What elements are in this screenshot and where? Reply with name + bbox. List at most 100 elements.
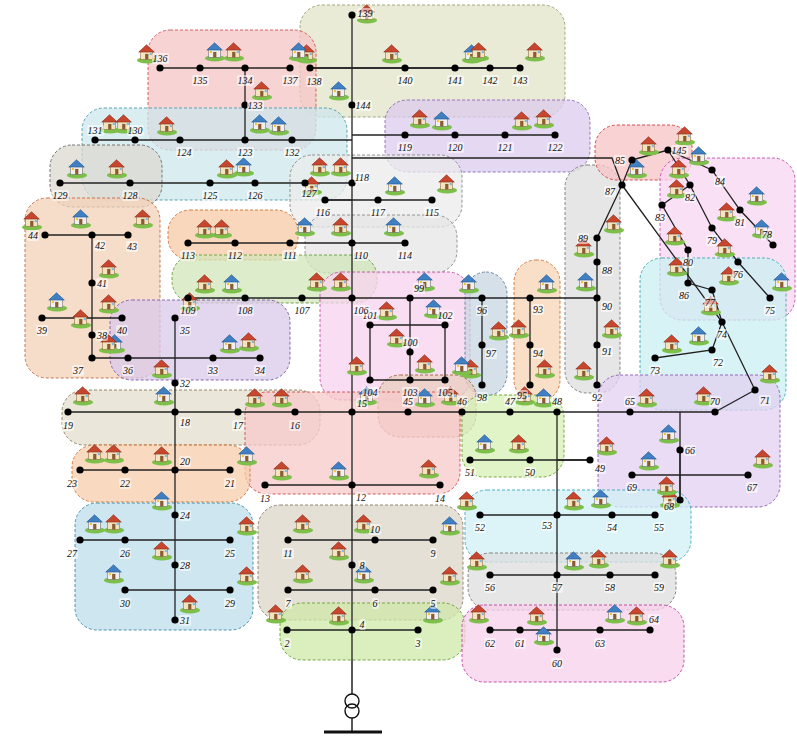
bus-number: 34 — [254, 365, 266, 376]
bus-dot — [209, 354, 216, 361]
house-icon — [329, 542, 349, 561]
house-icon — [71, 310, 91, 329]
bus-number: 118 — [354, 172, 370, 183]
house-icon — [347, 357, 367, 376]
house-icon — [73, 387, 93, 406]
bus-dot — [606, 571, 613, 578]
bus-number: 53 — [541, 520, 553, 531]
bus-number: 37 — [72, 365, 84, 376]
house-icon — [527, 607, 547, 626]
microgrid-region — [565, 165, 620, 393]
bus-number: 108 — [237, 305, 254, 316]
house-icon — [604, 215, 624, 234]
bus-number: 64 — [648, 614, 660, 625]
bus-number: 102 — [437, 310, 454, 321]
bus-dot — [708, 224, 715, 231]
feeder-line — [715, 390, 755, 412]
house-icon — [295, 218, 315, 237]
house-icon — [410, 110, 430, 129]
bus-number: 91 — [601, 346, 613, 357]
house-icon — [760, 365, 780, 384]
house-icon — [459, 275, 479, 294]
bus-dot — [684, 246, 691, 253]
bus-number: 135 — [192, 75, 209, 86]
house-icon — [310, 158, 330, 177]
bus-number: 94 — [532, 348, 544, 359]
bus-number: 116 — [315, 207, 331, 218]
house-icon — [272, 389, 292, 408]
bus-dot — [88, 279, 95, 286]
feeder-line — [556, 412, 557, 650]
bus-number: 141 — [447, 75, 464, 86]
feeder-line — [632, 474, 748, 475]
bus-number: 27 — [66, 548, 78, 559]
bus-number: 43 — [126, 241, 138, 252]
bus-number: 71 — [759, 395, 771, 406]
bus-number: 47 — [504, 396, 516, 407]
bus-dot — [286, 64, 293, 71]
bus-number: 18 — [179, 417, 191, 428]
bus-number: 31 — [179, 615, 191, 626]
bus-dot — [646, 626, 653, 633]
bus-number: 109 — [180, 305, 197, 316]
bus-number: 132 — [284, 147, 301, 158]
bus-dot — [348, 626, 355, 633]
bus-number: 127 — [301, 188, 318, 199]
bus-number: 57 — [551, 582, 563, 593]
bus-dot — [593, 234, 600, 241]
bus-dot — [241, 294, 248, 301]
house-icon — [85, 445, 105, 464]
house-icon — [289, 43, 309, 62]
house-icon — [701, 297, 721, 316]
bus-dot — [608, 511, 615, 518]
bus-number: 38 — [96, 330, 108, 341]
bus-number: 90 — [601, 301, 613, 312]
feeder-line — [352, 67, 520, 68]
bus-dot — [476, 511, 483, 518]
bus-number: 60 — [551, 658, 563, 669]
bus-number: 86 — [678, 290, 690, 301]
house-icon — [639, 452, 659, 471]
microgrid-region — [258, 505, 463, 620]
house-icon — [329, 462, 349, 481]
bus-number: 110 — [353, 250, 369, 261]
house-icon — [245, 389, 265, 408]
house-icon — [99, 295, 119, 314]
bus-number: 40 — [116, 325, 128, 336]
bus-dot — [241, 136, 248, 143]
bus-number: 32 — [179, 378, 191, 389]
transformer-symbol — [324, 660, 382, 732]
bus-dot — [478, 341, 485, 348]
feeder-line — [597, 185, 622, 385]
bus-number: 138 — [306, 76, 323, 87]
feeder-line — [188, 297, 597, 298]
bus-number: 19 — [62, 420, 74, 431]
house-icon — [195, 275, 215, 294]
house-icon — [269, 117, 289, 136]
house-icon — [589, 550, 609, 569]
house-icon — [639, 137, 659, 156]
feeder-line — [662, 205, 722, 322]
bus-dot — [121, 466, 128, 473]
bus-number: 95 — [516, 390, 528, 401]
house-icon — [224, 43, 244, 62]
house-icon — [665, 227, 685, 246]
microgrid-region — [110, 300, 290, 380]
house-icon — [597, 437, 617, 456]
bus-dot — [686, 181, 693, 188]
bus-dot — [291, 408, 298, 415]
bus-number: 96 — [476, 305, 488, 316]
bus-number: 70 — [709, 396, 721, 407]
house-icon — [152, 360, 172, 379]
bus-number: 119 — [397, 142, 413, 153]
bus-number: 41 — [96, 278, 108, 289]
bus-number: 129 — [52, 190, 69, 201]
bus-number: 55 — [653, 522, 665, 533]
bus-dot — [348, 561, 355, 568]
bus-number: 54 — [606, 522, 618, 533]
house-icon — [469, 605, 489, 624]
bus-dot — [553, 408, 560, 415]
bus-number: 36 — [122, 365, 134, 376]
bus-dot — [769, 241, 776, 248]
